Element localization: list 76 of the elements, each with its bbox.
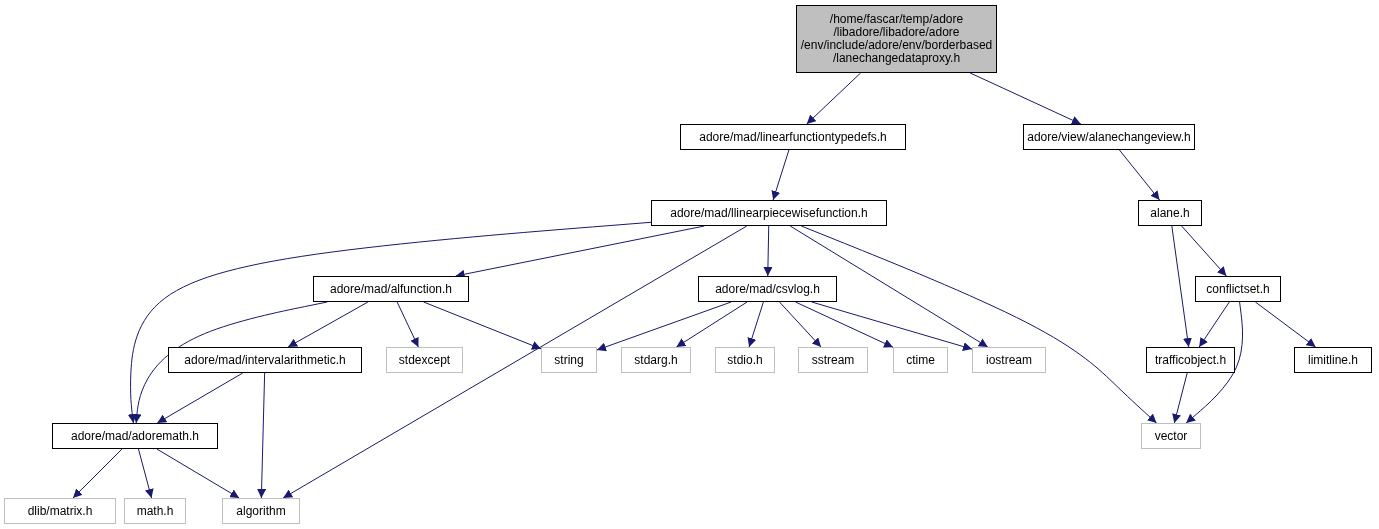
file-name: sstream bbox=[811, 353, 855, 367]
arrow bbox=[156, 448, 240, 499]
arrow bbox=[1171, 225, 1192, 348]
external-file-box bbox=[972, 347, 1046, 373]
arrow bbox=[1181, 225, 1227, 277]
arrow bbox=[423, 301, 542, 350]
file-box bbox=[168, 347, 362, 373]
file-name: iostream bbox=[986, 353, 1032, 367]
arrow bbox=[72, 448, 123, 499]
arrow bbox=[1172, 372, 1188, 424]
file-box bbox=[1294, 347, 1372, 373]
file-box bbox=[1195, 276, 1281, 302]
arrow bbox=[287, 301, 369, 348]
file-box bbox=[680, 124, 906, 150]
file-box bbox=[52, 423, 218, 449]
arrow bbox=[811, 301, 973, 351]
external-file-box bbox=[124, 498, 186, 524]
arrow bbox=[969, 72, 1082, 125]
file-name: stdio.h bbox=[727, 353, 763, 367]
file-name: stdexcept bbox=[398, 353, 451, 367]
arrow bbox=[763, 225, 773, 277]
arrow bbox=[596, 301, 732, 352]
file-box bbox=[796, 5, 997, 73]
file-name: conflictset.h bbox=[1206, 282, 1270, 296]
file-name: limitline.h bbox=[1308, 353, 1358, 367]
file-name: math.h bbox=[136, 504, 174, 518]
file-name: algorithm bbox=[236, 504, 286, 518]
file-name: stdarg.h bbox=[634, 353, 678, 367]
arrow bbox=[1118, 149, 1161, 201]
file-box bbox=[698, 276, 837, 302]
arrow bbox=[396, 301, 419, 348]
file-name: adore/mad/intervalarithmetic.h bbox=[184, 353, 346, 367]
file-name: /home/fascar/temp/adore /libadore/libadore/adore /env/include/adore/env/borderbased /lanechangedataproxy.h bbox=[799, 13, 994, 65]
file-name: adore/mad/alfunction.h bbox=[329, 282, 453, 296]
file-name: adore/view/alanechangeview.h bbox=[1027, 130, 1191, 144]
arrow bbox=[1198, 301, 1230, 348]
arrow bbox=[795, 301, 894, 348]
arrow bbox=[132, 301, 328, 424]
arrow bbox=[789, 225, 989, 348]
arrow bbox=[127, 221, 652, 424]
arrow bbox=[156, 372, 244, 424]
arrow bbox=[779, 301, 822, 348]
file-name: adore/mad/csvlog.h bbox=[715, 282, 820, 296]
external-file-box bbox=[715, 347, 775, 373]
external-file-box bbox=[4, 498, 116, 524]
external-file-box bbox=[1141, 423, 1201, 449]
file-name: adore/mad/adoremath.h bbox=[70, 429, 200, 443]
file-name: adore/mad/llinearpiecewisefunction.h bbox=[670, 206, 868, 220]
external-file-box bbox=[222, 498, 300, 524]
arrow bbox=[747, 301, 764, 348]
arrow bbox=[1254, 301, 1317, 348]
arrow bbox=[257, 372, 267, 499]
file-box bbox=[1146, 347, 1235, 373]
arrow bbox=[771, 149, 790, 201]
file-name: string bbox=[554, 353, 584, 367]
file-name: vector bbox=[1154, 429, 1188, 443]
external-file-box bbox=[893, 347, 948, 373]
file-name: ctime bbox=[906, 353, 935, 367]
file-box bbox=[1138, 200, 1202, 226]
file-name: trafficobject.h bbox=[1154, 353, 1227, 367]
external-file-box bbox=[621, 347, 691, 373]
arrow bbox=[800, 225, 1158, 424]
file-name: adore/mad/linearfunctiontypedefs.h bbox=[699, 130, 887, 144]
file-name: alane.h bbox=[1150, 206, 1190, 220]
arrow bbox=[806, 72, 862, 125]
arrow bbox=[282, 225, 748, 499]
file-box bbox=[313, 276, 469, 302]
arrow bbox=[1185, 301, 1244, 424]
external-file-box bbox=[386, 347, 463, 373]
file-box bbox=[1023, 124, 1195, 150]
file-box bbox=[651, 200, 887, 226]
external-file-box bbox=[541, 347, 597, 373]
file-name: dlib/matrix.h bbox=[27, 504, 93, 518]
external-file-box bbox=[798, 347, 868, 373]
arrow bbox=[675, 301, 748, 348]
arrow bbox=[137, 448, 154, 499]
